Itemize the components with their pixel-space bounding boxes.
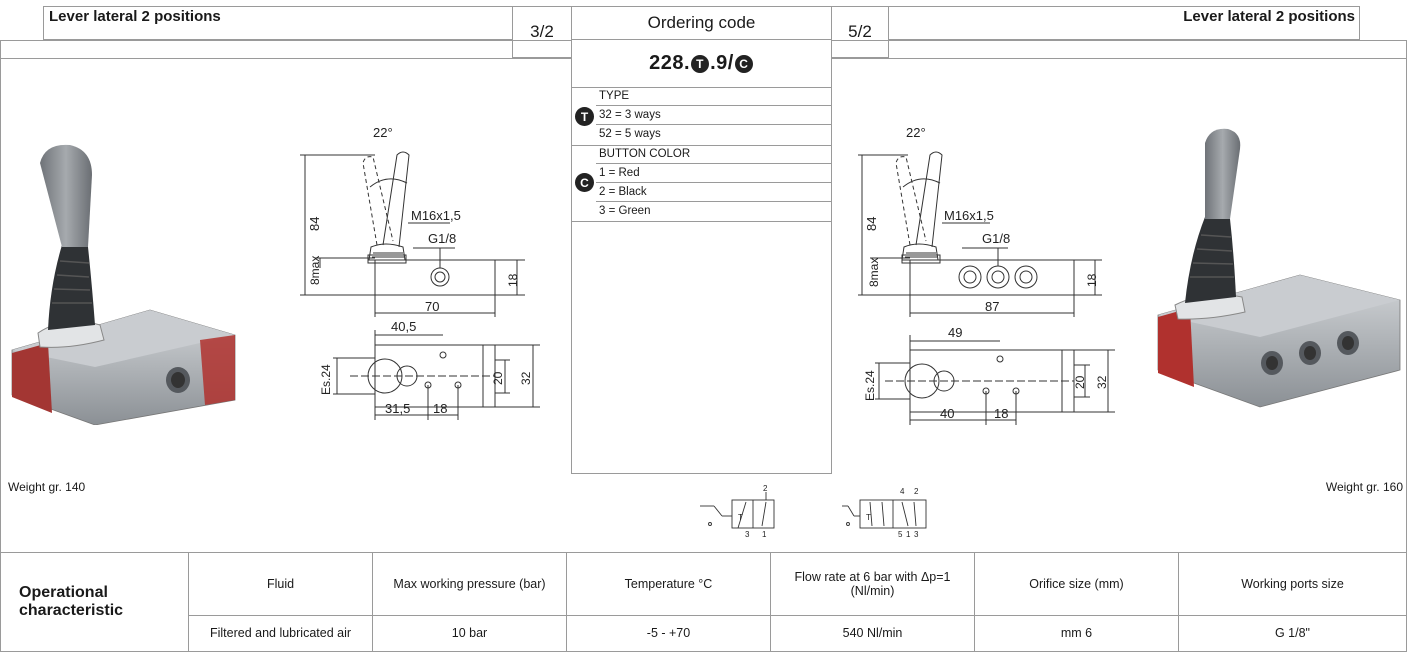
length-label: 87: [985, 299, 999, 314]
header-cell: Working ports size: [1178, 552, 1407, 616]
bottom2-label: 18: [433, 401, 447, 416]
table-row: Operational characteristic Fluid Max wor…: [0, 552, 1407, 652]
height-label: 84: [864, 217, 879, 231]
left-weight: Weight gr. 140: [8, 480, 86, 494]
bottom1-label: 31,5: [385, 401, 410, 416]
right-product-photo: [1157, 128, 1401, 408]
right-code: 5/2: [848, 22, 872, 41]
length-label: 70: [425, 299, 439, 314]
es-label: Es.24: [863, 370, 877, 401]
header-cell: Orifice size (mm): [974, 552, 1179, 616]
code-mid: .9/: [710, 52, 734, 74]
port-3: 3: [914, 530, 919, 538]
thread-label: M16x1,5: [944, 208, 994, 223]
port-5: 5: [898, 530, 903, 538]
port-1: 1: [906, 530, 911, 538]
color-option: 2 = Black: [596, 183, 831, 202]
left-code: 3/2: [530, 22, 554, 41]
table-row: Filtered and lubricated air 10 bar -5 - …: [1, 614, 1407, 652]
right-divider: [831, 58, 1407, 59]
bottom2-label: 18: [994, 406, 1008, 421]
row-label: Operational characteristic: [0, 552, 189, 652]
header-cell: Fluid: [188, 552, 373, 616]
port-label: G1/8: [428, 231, 456, 246]
lever-side-view: [895, 151, 943, 261]
port-4: 4: [900, 487, 905, 496]
height-label: 84: [307, 217, 322, 231]
left-technical-drawing: 22° 84 M16x1,5 G1/8 8max 18 70 40,5 Es.2…: [300, 125, 540, 420]
color-section: C BUTTON COLOR 1 = Red 2 = Black 3 = Gre…: [572, 145, 831, 222]
right-title: Lever lateral 2 positions: [1183, 8, 1355, 25]
header-cell: Flow rate at 6 bar with Δp=1 (Nl/min): [770, 552, 975, 616]
type-section: T TYPE 32 = 3 ways 52 = 5 ways: [572, 87, 831, 146]
value-cell: -5 - +70: [566, 614, 771, 652]
port-1: 1: [762, 530, 767, 538]
t-mark: T: [738, 513, 743, 522]
header-cell: Max working pressure (bar): [372, 552, 567, 616]
left-title: Lever lateral 2 positions: [49, 8, 221, 25]
value-cell: 540 Nl/min: [770, 614, 975, 652]
side-label: 18: [1085, 273, 1099, 287]
ordering-code-panel: 228.T.9/C T TYPE 32 = 3 ways 52 = 5 ways…: [571, 39, 832, 474]
thread-label: M16x1,5: [411, 208, 461, 223]
symbol-5-2: 4 2 5 1 3 T: [842, 487, 927, 538]
w2-label: 32: [519, 371, 533, 385]
side-label: 18: [506, 273, 520, 287]
es-label: Es.24: [319, 364, 333, 395]
color-option: 3 = Green: [599, 205, 651, 217]
w2-label: 32: [1095, 375, 1109, 389]
w1-label: 20: [1073, 375, 1087, 389]
right-weight: Weight gr. 160: [1325, 480, 1403, 494]
port-3: 3: [745, 530, 750, 538]
port-2: 2: [763, 484, 768, 493]
left-product-photo: [11, 144, 236, 425]
c-symbol-icon: C: [734, 54, 753, 73]
color-label: BUTTON COLOR: [596, 145, 831, 164]
right-title-box: [888, 6, 1360, 40]
t-mark: T: [866, 513, 871, 522]
max-label: 8max: [867, 258, 881, 287]
type-label: TYPE: [596, 87, 831, 106]
symbol-3-2: 2 3 1 T: [700, 484, 775, 538]
type-t-icon: T: [575, 107, 594, 126]
right-technical-drawing: 22° 84 M16x1,5 G1/8 8max 18 87 49 Es.24 …: [858, 125, 1115, 425]
top-length-label: 49: [948, 325, 962, 340]
port-2: 2: [914, 487, 919, 496]
angle-label: 22°: [906, 125, 926, 140]
t-symbol-icon: T: [691, 54, 710, 73]
value-cell: mm 6: [974, 614, 1179, 652]
bottom1-label: 40: [940, 406, 954, 421]
ordering-code-title: Ordering code: [647, 13, 756, 32]
value-cell: 10 bar: [372, 614, 567, 652]
max-label: 8max: [308, 256, 322, 285]
lever-side-view: [362, 151, 410, 261]
value-cell: Filtered and lubricated air: [188, 614, 373, 652]
color-option: 1 = Red: [596, 164, 831, 183]
value-cell: G 1/8": [1178, 614, 1407, 652]
operational-characteristic-table: Operational characteristic Fluid Max wor…: [0, 552, 1407, 652]
ordering-code-title-box: Ordering code: [571, 6, 832, 40]
code-prefix: 228.: [649, 52, 691, 74]
angle-label: 22°: [373, 125, 393, 140]
left-divider: [0, 58, 572, 59]
w1-label: 20: [491, 371, 505, 385]
ordering-code-value: 228.T.9/C: [572, 40, 831, 88]
port-label: G1/8: [982, 231, 1010, 246]
top-length-label: 40,5: [391, 319, 416, 334]
header-cell: Temperature °C: [566, 552, 771, 616]
type-option: 32 = 3 ways: [596, 106, 831, 125]
color-c-icon: C: [575, 173, 594, 192]
type-option: 52 = 5 ways: [599, 128, 661, 140]
